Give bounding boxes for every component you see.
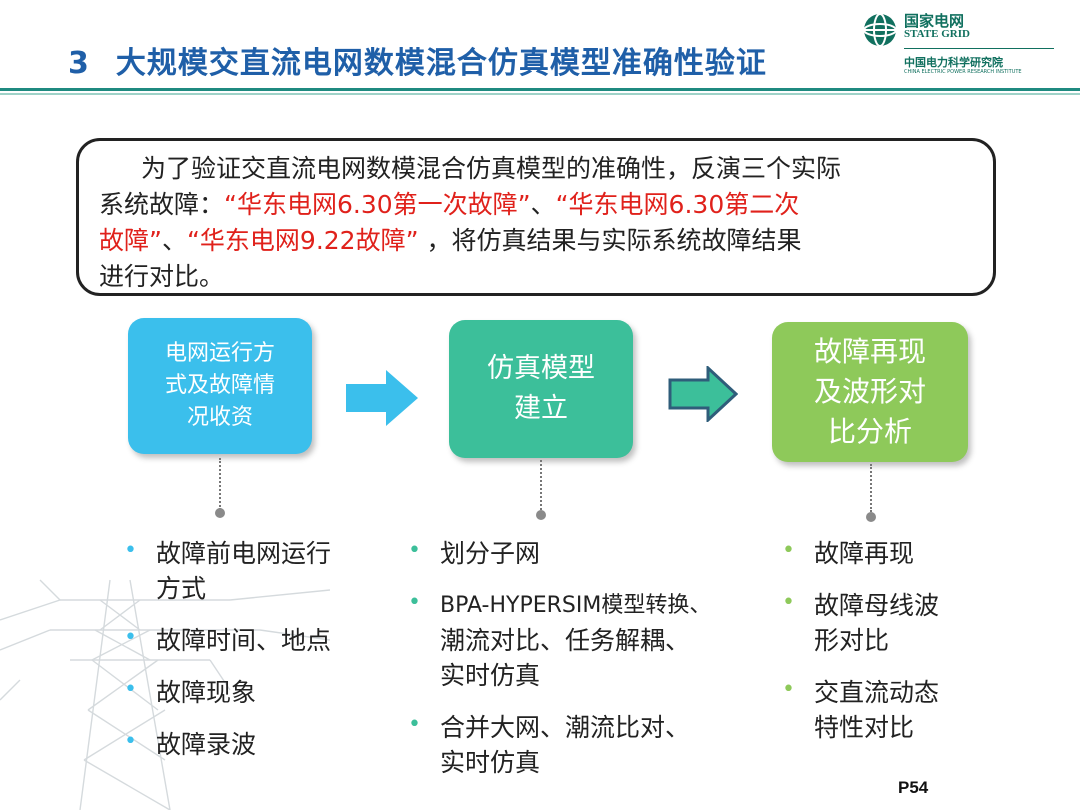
list-item-text: 合并大网、潮流比对、 xyxy=(440,713,691,742)
step1-line: 电网运行方 xyxy=(164,341,275,366)
fault-3: “华东电网9.22故障” xyxy=(186,226,419,255)
logo-divider xyxy=(904,48,1054,49)
connector-2 xyxy=(540,460,542,510)
step-data-collection: 电网运行方 式及故障情 况收资 xyxy=(128,318,312,454)
list-item: • 划分子网 xyxy=(406,536,776,571)
list-item: • 故障前电网运行方式 xyxy=(122,536,382,606)
separator-2: 、 xyxy=(161,226,187,255)
bullet: • xyxy=(124,729,137,754)
list-item-text: BPA-HYPERSIM模型转换、 xyxy=(440,593,712,618)
connector-3 xyxy=(870,464,872,512)
state-grid-logo-icon xyxy=(863,13,897,47)
list-item: • 合并大网、潮流比对、实时仿真 xyxy=(406,710,776,780)
list-item-text: 特性对比 xyxy=(814,713,915,742)
intro-line-1: 为了验证交直流电网数模混合仿真模型的准确性，反演三个实际 xyxy=(141,154,842,183)
bullet: • xyxy=(408,590,421,615)
list-item-text: 交直流动态 xyxy=(814,678,940,707)
fault-2a: “华东电网6.30第二次 xyxy=(555,190,800,219)
list-item-text: 形对比 xyxy=(814,626,890,655)
list-item-text: 故障录波 xyxy=(156,730,257,759)
header-rule-light xyxy=(0,93,1080,95)
list-middle: • 划分子网 • BPA-HYPERSIM模型转换、潮流对比、任务解耦、实时仿真 •… xyxy=(406,536,776,797)
bullet: • xyxy=(124,625,137,650)
step3-line: 及波形对 xyxy=(813,375,926,408)
fault-1: “华东电网6.30第一次故障” xyxy=(224,190,531,219)
list-item: • 故障再现 xyxy=(780,536,1020,571)
list-item-text: 故障母线波 xyxy=(814,591,940,620)
intro-box: 为了验证交直流电网数模混合仿真模型的准确性，反演三个实际 系统故障：“华东电网6… xyxy=(76,138,996,296)
list-left: • 故障前电网运行方式 • 故障时间、地点 • 故障现象 • 故障录波 xyxy=(122,536,382,779)
list-item-text: 实时仿真 xyxy=(440,661,541,690)
bullet: • xyxy=(782,677,795,702)
connector-dot-1 xyxy=(215,508,225,518)
connector-1 xyxy=(219,458,221,510)
logo-cn: 国家电网 xyxy=(904,12,965,30)
step3-line: 故障再现 xyxy=(813,335,926,368)
list-item-text: 故障现象 xyxy=(156,678,257,707)
list-item-text: 实时仿真 xyxy=(440,748,541,777)
list-item: • 故障母线波形对比 xyxy=(780,588,1020,658)
step2-line: 建立 xyxy=(514,393,568,424)
intro-line-4: 进行对比。 xyxy=(99,262,225,291)
state-grid-logo: 国家电网 STATE GRID 中国电力科学研究院 CHINA ELECTRIC… xyxy=(862,10,1062,76)
list-item: • BPA-HYPERSIM模型转换、潮流对比、任务解耦、实时仿真 xyxy=(406,588,776,693)
step3-line: 比分析 xyxy=(827,415,912,448)
list-item-text: 划分子网 xyxy=(440,539,541,568)
logo-en: STATE GRID xyxy=(904,28,970,40)
intro-line-2: 系统故障： xyxy=(99,190,225,219)
section-title: 大规模交直流电网数模混合仿真模型准确性验证 xyxy=(115,46,767,81)
header-rule xyxy=(0,88,1080,91)
list-item: • 交直流动态特性对比 xyxy=(780,675,1020,745)
list-item-text: 潮流对比、任务解耦、 xyxy=(440,626,691,655)
step-model-building: 仿真模型 建立 xyxy=(449,320,633,458)
logo-institute-en: CHINA ELECTRIC POWER RESEARCH INSTITUTE xyxy=(904,69,1022,75)
list-item-text: 故障再现 xyxy=(814,539,915,568)
transmission-tower-icon xyxy=(0,579,330,810)
list-item-text: 故障前电网运行 xyxy=(156,539,332,568)
step2-line: 仿真模型 xyxy=(487,353,595,384)
list-item: • 故障录波 xyxy=(122,727,382,762)
page-number: P54 xyxy=(898,778,929,797)
bullet: • xyxy=(124,538,137,563)
bullet: • xyxy=(782,590,795,615)
bullet: • xyxy=(782,538,795,563)
separator-1: 、 xyxy=(530,190,556,219)
fault-2b: 故障” xyxy=(99,226,162,255)
bullet: • xyxy=(124,677,137,702)
right-arrow-icon xyxy=(346,370,418,426)
list-right: • 故障再现 • 故障母线波形对比 • 交直流动态特性对比 xyxy=(780,536,1020,762)
step1-line: 式及故障情 xyxy=(164,373,275,398)
connector-dot-2 xyxy=(536,510,546,520)
section-number: 3 xyxy=(68,46,90,81)
connector-dot-3 xyxy=(866,512,876,522)
bullet: • xyxy=(408,538,421,563)
page-title: 3 大规模交直流电网数模混合仿真模型准确性验证 xyxy=(68,38,767,82)
list-item: • 故障现象 xyxy=(122,675,382,710)
list-item-text: 故障时间、地点 xyxy=(156,626,332,655)
bullet: • xyxy=(408,712,421,737)
intro-line-3: ，将仿真结果与实际系统故障结果 xyxy=(418,226,802,255)
logo-institute: 中国电力科学研究院 xyxy=(904,56,1003,69)
step-fault-analysis: 故障再现 及波形对 比分析 xyxy=(772,322,968,462)
list-item: • 故障时间、地点 xyxy=(122,623,382,658)
step1-line: 况收资 xyxy=(186,405,253,430)
list-item-text: 方式 xyxy=(156,574,207,603)
outline-right-arrow-icon xyxy=(668,366,738,422)
